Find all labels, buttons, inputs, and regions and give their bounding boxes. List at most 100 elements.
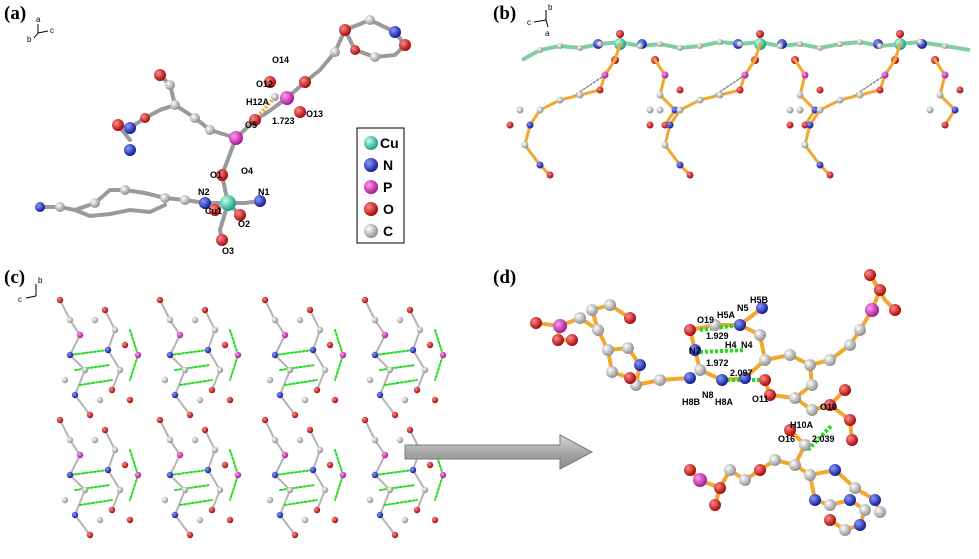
atom-sphere bbox=[216, 366, 224, 374]
axis-b-label-b: b bbox=[548, 3, 553, 12]
bond-segment bbox=[379, 364, 416, 371]
atom-sphere bbox=[208, 386, 216, 394]
atom-sphere bbox=[76, 451, 84, 459]
atom-sphere bbox=[801, 141, 809, 149]
atom-sphere bbox=[271, 316, 279, 324]
atom-sphere bbox=[661, 141, 669, 149]
atom-sphere bbox=[654, 374, 666, 386]
atom-sphere bbox=[371, 436, 379, 444]
atom-sphere bbox=[521, 141, 529, 149]
atom-sphere bbox=[211, 446, 219, 454]
atom-sphere bbox=[697, 43, 703, 49]
panel-c-label: (c) bbox=[4, 267, 25, 288]
atom-sphere bbox=[709, 319, 721, 331]
bond-segment bbox=[384, 499, 418, 506]
atom-sphere bbox=[816, 106, 824, 114]
atom-sphere bbox=[191, 436, 199, 444]
atom-sphere bbox=[406, 426, 414, 434]
atom-sphere bbox=[676, 106, 684, 114]
atom-sphere bbox=[406, 306, 414, 314]
bond-segment bbox=[179, 499, 213, 506]
atom-sphere bbox=[439, 471, 447, 479]
atom-sphere bbox=[854, 519, 866, 531]
atom-sphere bbox=[829, 464, 841, 476]
bond-segment bbox=[274, 349, 314, 356]
atom-sphere bbox=[366, 496, 374, 504]
atom-sphere bbox=[71, 511, 79, 519]
atom-sphere bbox=[586, 304, 598, 316]
atom-sphere bbox=[409, 346, 417, 354]
atom-sphere bbox=[176, 331, 184, 339]
atom-sphere bbox=[361, 416, 369, 424]
bond-segment bbox=[174, 484, 211, 491]
atom-sphere bbox=[804, 359, 816, 371]
atom-sphere bbox=[786, 121, 794, 129]
atom-sphere bbox=[552, 334, 564, 346]
atom-label-o10: O10 bbox=[820, 402, 837, 412]
atom-sphere bbox=[431, 396, 439, 404]
atom-sphere bbox=[877, 43, 883, 49]
atom-sphere bbox=[191, 316, 199, 324]
atom-sphere bbox=[817, 45, 823, 51]
panel-d-label: (d) bbox=[493, 267, 516, 288]
panel-a-legend: Cu N P O C bbox=[356, 127, 405, 244]
atom-sphere bbox=[836, 96, 844, 104]
atom-sphere bbox=[121, 341, 129, 349]
atom-sphere bbox=[413, 506, 421, 514]
atom-sphere bbox=[739, 372, 751, 384]
atom-sphere bbox=[869, 494, 881, 506]
atom-sphere bbox=[824, 499, 836, 511]
atom-sphere bbox=[111, 326, 119, 334]
bond-segment bbox=[384, 379, 418, 386]
axis-c-label-b: c bbox=[527, 18, 531, 27]
atom-sphere bbox=[396, 316, 404, 324]
panel-a-axis-triad: a c b bbox=[27, 15, 54, 44]
atom-sphere bbox=[936, 91, 944, 99]
atom-sphere bbox=[381, 331, 389, 339]
atom-sphere bbox=[637, 43, 643, 49]
atom-sphere bbox=[826, 171, 834, 179]
atom-sphere bbox=[166, 436, 174, 444]
atom-label-cu1: Cu1 bbox=[205, 206, 222, 216]
atom-sphere bbox=[736, 86, 744, 94]
atom-sphere bbox=[86, 531, 94, 539]
atom-sphere bbox=[824, 354, 836, 366]
atom-sphere bbox=[714, 482, 726, 494]
atom-sphere bbox=[801, 71, 809, 79]
atom-sphere bbox=[601, 71, 609, 79]
atom-sphere bbox=[926, 106, 934, 114]
atom-sphere bbox=[754, 329, 766, 341]
atom-sphere bbox=[386, 486, 394, 494]
atom-sphere bbox=[296, 316, 304, 324]
atom-sphere bbox=[186, 531, 194, 539]
atom-sphere bbox=[66, 351, 74, 359]
atom-sphere bbox=[181, 366, 189, 374]
atom-sphere bbox=[844, 494, 856, 506]
atom-sphere bbox=[666, 121, 674, 129]
atom-sphere bbox=[313, 386, 321, 394]
atom-label-n4: N4 bbox=[741, 340, 753, 350]
atom-sphere bbox=[530, 317, 542, 329]
atom-sphere bbox=[331, 516, 339, 524]
atom-label-o16: O16 bbox=[778, 434, 795, 444]
panel-d-atoms bbox=[530, 269, 901, 536]
bond-segment bbox=[174, 364, 211, 371]
atom-sphere bbox=[756, 30, 764, 38]
legend-label-o: O bbox=[383, 201, 394, 217]
atom-sphere bbox=[696, 96, 704, 104]
atom-sphere bbox=[426, 461, 434, 469]
panel-c-axis-triad: b c bbox=[18, 276, 43, 304]
atom-label-n1: N1 bbox=[258, 187, 270, 197]
bond-segment bbox=[838, 42, 902, 102]
atom-label-o1: O1 bbox=[210, 170, 222, 180]
atom-sphere bbox=[281, 331, 289, 339]
bond-segment bbox=[179, 379, 213, 386]
atom-sphere bbox=[161, 496, 169, 504]
atom-label-h10a: H10A bbox=[790, 420, 814, 430]
atom-sphere bbox=[104, 346, 112, 354]
atom-sphere bbox=[806, 121, 814, 129]
atom-sphere bbox=[313, 506, 321, 514]
atom-sphere bbox=[386, 366, 394, 374]
atom-sphere bbox=[116, 486, 124, 494]
